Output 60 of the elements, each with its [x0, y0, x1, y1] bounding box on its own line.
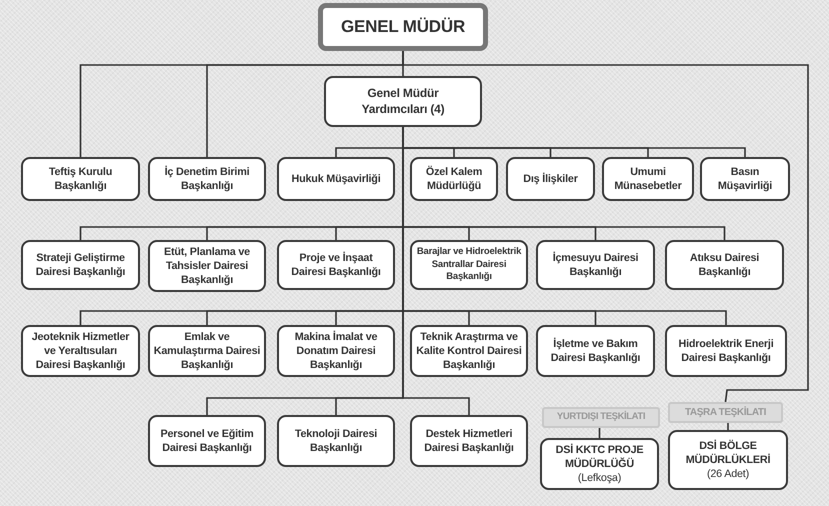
unit-box: [148, 157, 266, 201]
unit-name: Hidroelektrik Enerji Dairesi Başkanlığı: [677, 336, 774, 366]
unit-name: İçmesuyu Dairesi Başkanlığı: [552, 250, 640, 280]
section-tag: [542, 407, 660, 428]
unit-box: [410, 415, 528, 467]
unit-box: [21, 240, 140, 290]
unit-name: DSİ KKTC PROJE MÜDÜRLÜĞÜ: [554, 442, 644, 472]
unit-box: [665, 325, 787, 377]
connector-line: [727, 423, 729, 430]
unit-name: GENEL MÜDÜR: [340, 16, 466, 38]
unit-name: İç Denetim Birimi Başkanlığı: [164, 164, 250, 194]
title-box: [318, 3, 488, 51]
unit-name: Genel Müdür Yardımcıları (4): [360, 86, 446, 118]
unit-box: [277, 325, 395, 377]
unit-name: Umumi Münasebetler: [613, 164, 683, 194]
connector-line: [402, 127, 470, 415]
unit-name: Personel ve Eğitim Dairesi Başkanlığı: [159, 426, 254, 456]
unit-name: Makina İmalat ve Donatım Dairesi Başkanlığı: [294, 330, 378, 372]
connector-line: [598, 428, 600, 438]
unit-name: Teknik Araştırma ve Kalite Kontrol Dairesi Başkanlığı: [415, 330, 523, 372]
unit-note: (26 Adet): [706, 467, 749, 482]
unit-name: Proje ve İnşaat Dairesi Başkanlığı: [290, 250, 382, 280]
unit-box: [324, 76, 482, 127]
unit-name: Hukuk Müşavirliği: [292, 172, 380, 186]
unit-name: Basın Müşavirliği: [716, 164, 774, 194]
unit-box: [21, 325, 140, 377]
unit-name: Strateji Geliştirme Dairesi Başkanlığı: [34, 250, 126, 280]
unit-box: [277, 240, 395, 290]
unit-name: Dış İlişkiler: [523, 172, 578, 186]
unit-box: [277, 157, 395, 201]
unit-box: [536, 240, 655, 290]
unit-box: [410, 157, 498, 201]
unit-box: [410, 240, 528, 290]
unit-name: Etüt, Planlama ve Tahsisler Dairesi Başkanlığı: [162, 244, 251, 288]
unit-name: TAŞRA TEŞKİLATI: [684, 406, 766, 419]
unit-box: [277, 415, 395, 467]
unit-box: [536, 325, 655, 377]
section-tag: [668, 402, 783, 423]
unit-box: [21, 157, 140, 201]
unit-name: Atıksu Dairesi Başkanlığı: [688, 250, 760, 280]
unit-box: [148, 240, 266, 292]
unit-name: Emlak ve Kamulaştırma Dairesi Başkanlığı: [153, 330, 261, 372]
unit-name: Barajlar ve Hidroelektrik Santrallar Dairesi Başkanlığı: [416, 246, 522, 284]
unit-name: YURTDIŞI TEŞKİLATI: [556, 411, 646, 424]
unit-box: [602, 157, 694, 201]
unit-box: [148, 415, 266, 467]
unit-name: İşletme ve Bakım Dairesi Başkanlığı: [550, 336, 642, 366]
unit-name: Özel Kalem Müdürlüğü: [424, 164, 484, 194]
unit-box: [506, 157, 595, 201]
unit-name: Teknoloji Dairesi Başkanlığı: [294, 426, 378, 456]
unit-name: Jeoteknik Hizmetler ve Yeraltısuları Dairesi Başkanlığı: [30, 330, 130, 372]
unit-name: Destek Hizmetleri Dairesi Başkanlığı: [423, 426, 515, 456]
unit-box: [540, 438, 659, 490]
connector-line: [402, 51, 809, 402]
unit-box: [665, 240, 784, 290]
unit-name: Teftiş Kurulu Başkanlığı: [48, 164, 114, 194]
unit-note: (Lefkoşa): [578, 471, 622, 486]
unit-name: DSİ BÖLGE MÜDÜRLÜKLERİ: [684, 438, 772, 468]
unit-box: [668, 430, 788, 490]
unit-box: [700, 157, 790, 201]
